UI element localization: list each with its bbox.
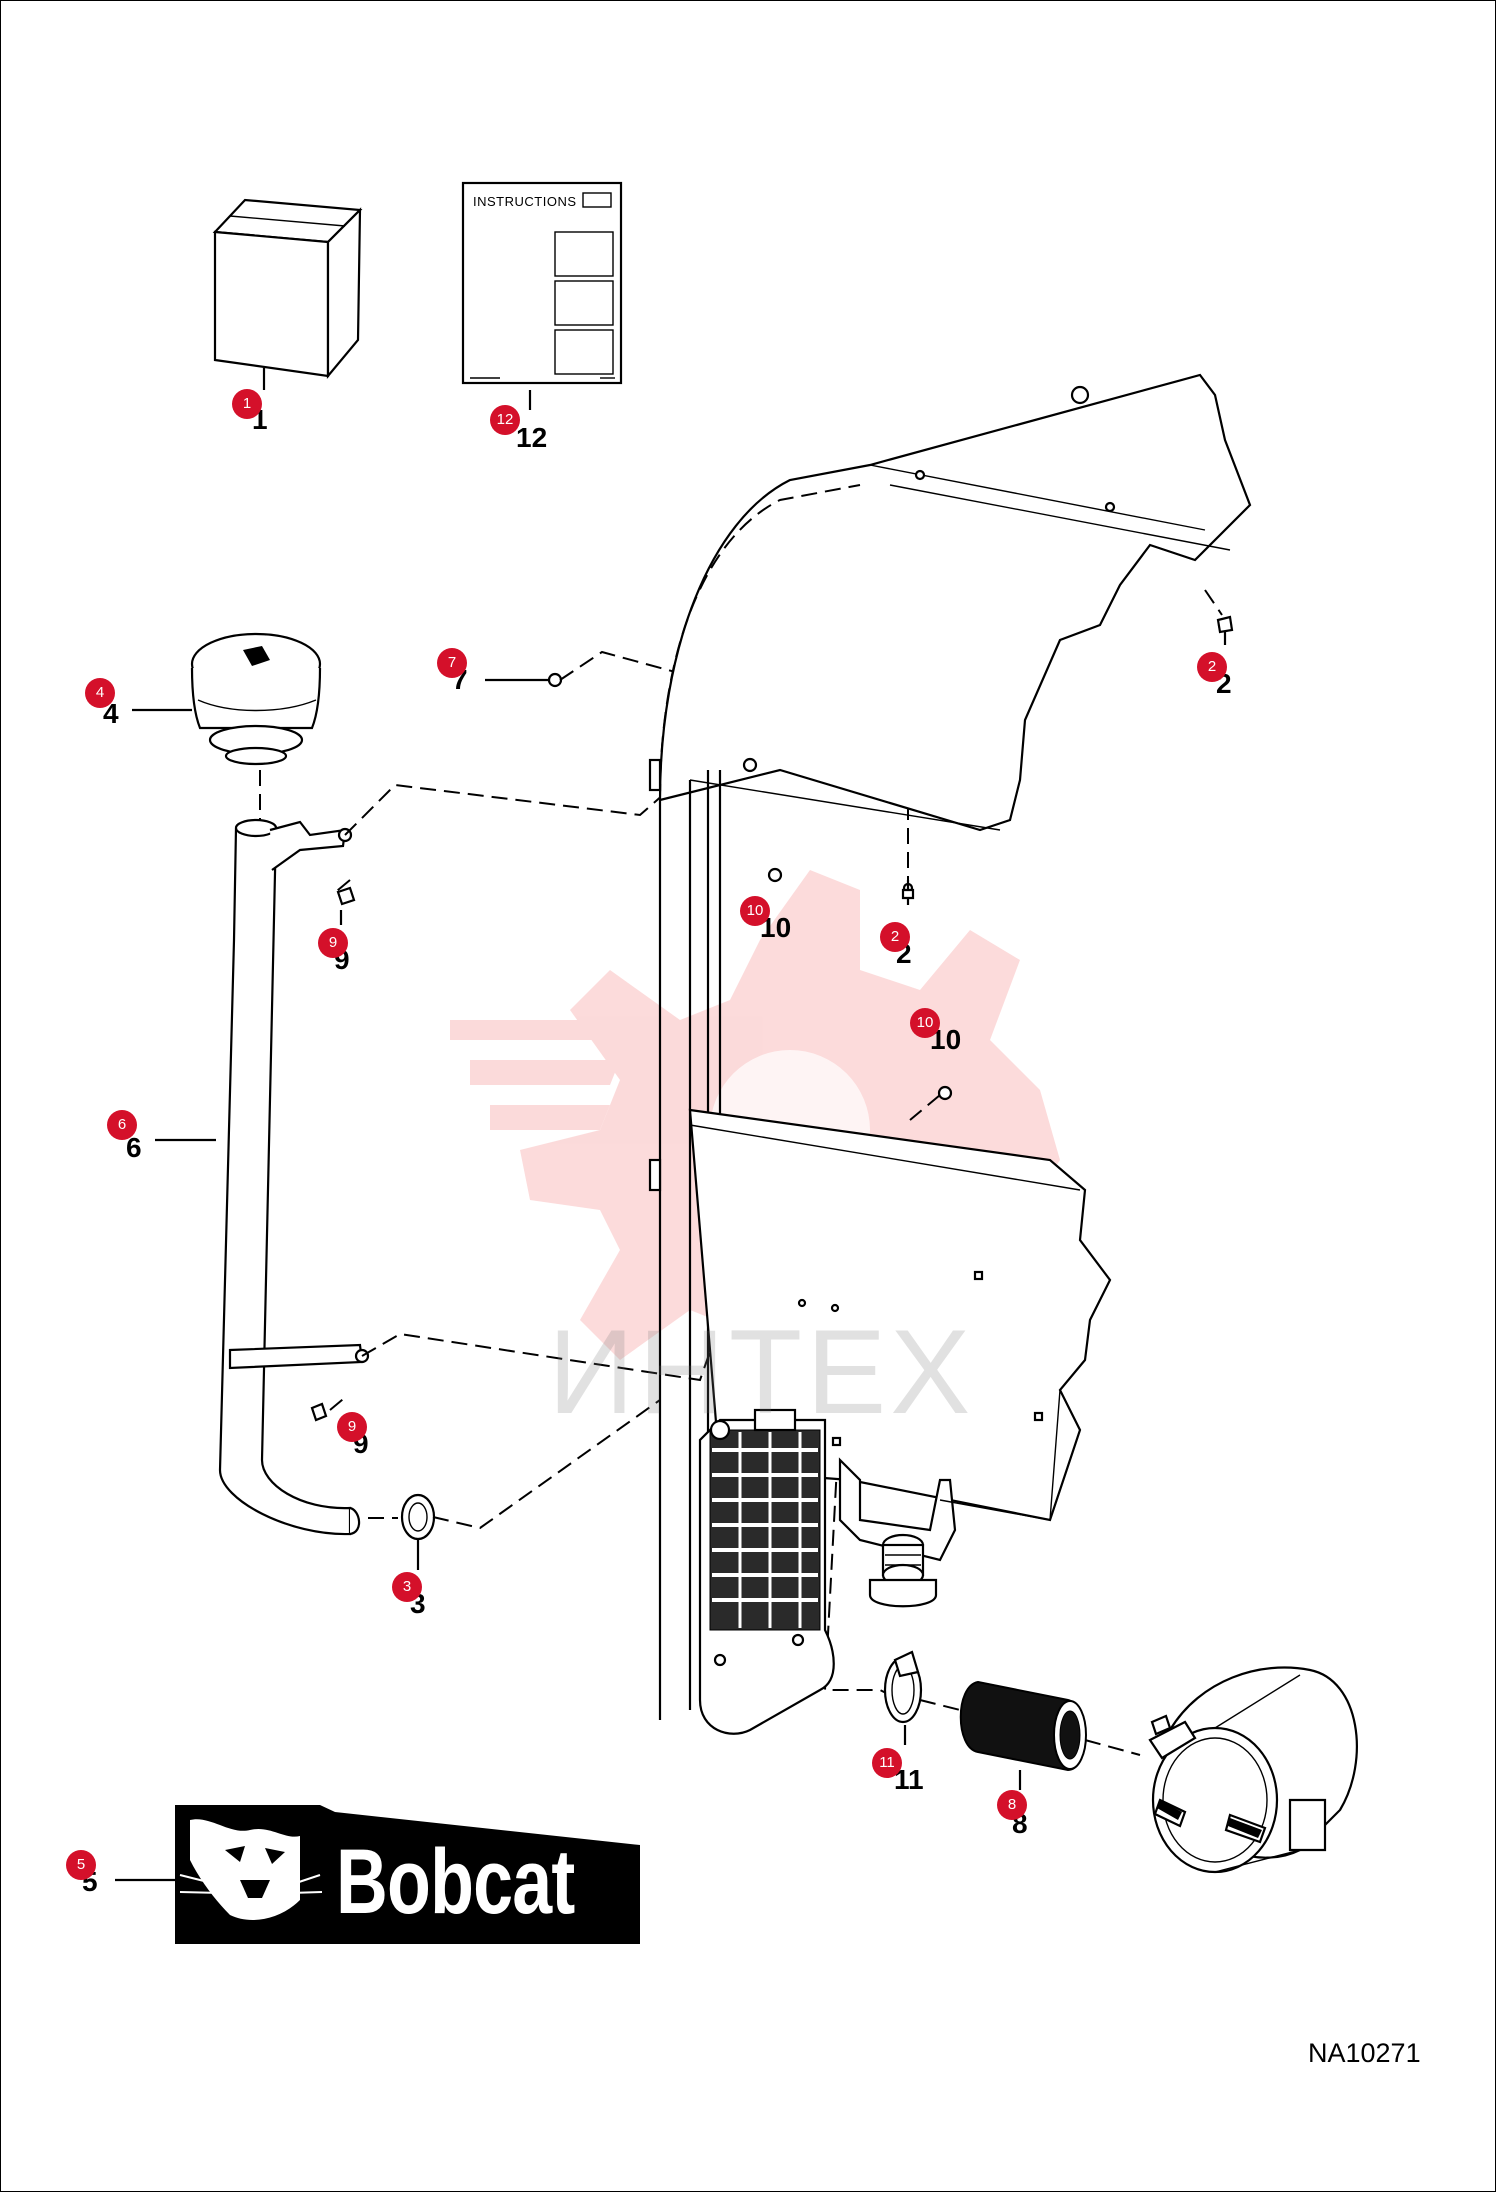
- drawing-id: NA10271: [1308, 2038, 1421, 2068]
- callout-11[interactable]: 11: [872, 1748, 902, 1778]
- callout-3[interactable]: 3: [392, 1572, 422, 1602]
- intake-tube-drawing: [155, 818, 370, 1536]
- precleaner-cap-drawing: [132, 632, 322, 820]
- callout-2-upper[interactable]: 2: [1197, 652, 1227, 682]
- callout-10-right[interactable]: 10: [910, 1008, 940, 1038]
- watermark-text: ИНТЕХ: [548, 1305, 975, 1439]
- rubber-hose-drawing: [959, 1680, 1087, 1790]
- bobcat-logo: [115, 1805, 640, 1944]
- callout-9-lower[interactable]: 9: [337, 1412, 367, 1442]
- part-number-12: 12: [516, 422, 548, 453]
- bolt-lower-drawing: [310, 1402, 328, 1422]
- pulley-assembly-drawing: [868, 1533, 938, 1608]
- kit-box-drawing: [212, 198, 363, 390]
- fastener-2-upper-drawing: [1216, 615, 1234, 645]
- callout-4[interactable]: 4: [85, 678, 115, 708]
- callout-2-mid[interactable]: 2: [880, 922, 910, 952]
- fastener-2-mid-drawing: [901, 880, 915, 905]
- callout-7[interactable]: 7: [437, 648, 467, 678]
- seal-ring-drawing: [368, 1493, 436, 1570]
- air-filter-housing-drawing: [1148, 1666, 1358, 1874]
- part-number-6: 6: [126, 1132, 142, 1163]
- callout-5[interactable]: 5: [66, 1850, 96, 1880]
- part-number-4: 4: [103, 698, 119, 729]
- callout-6[interactable]: 6: [107, 1110, 137, 1140]
- callout-9-upper[interactable]: 9: [318, 928, 348, 958]
- instruction-sheet-title: INSTRUCTIONS: [473, 194, 577, 209]
- callout-8[interactable]: 8: [997, 1790, 1027, 1820]
- callout-1[interactable]: 1: [232, 389, 262, 419]
- fastener-7-drawing: [485, 672, 563, 688]
- callout-12[interactable]: 12: [490, 405, 520, 435]
- instruction-sheet-drawing: [461, 181, 623, 410]
- hose-clamp-drawing: [883, 1650, 923, 1745]
- cab-rear-panel-drawing: [648, 373, 1252, 1735]
- bobcat-logo-text: Bobcat: [336, 1831, 575, 1933]
- bolt-upper-drawing: [336, 886, 356, 925]
- radiator-grille-drawing: [709, 1429, 821, 1631]
- callout-10-left[interactable]: 10: [740, 896, 770, 926]
